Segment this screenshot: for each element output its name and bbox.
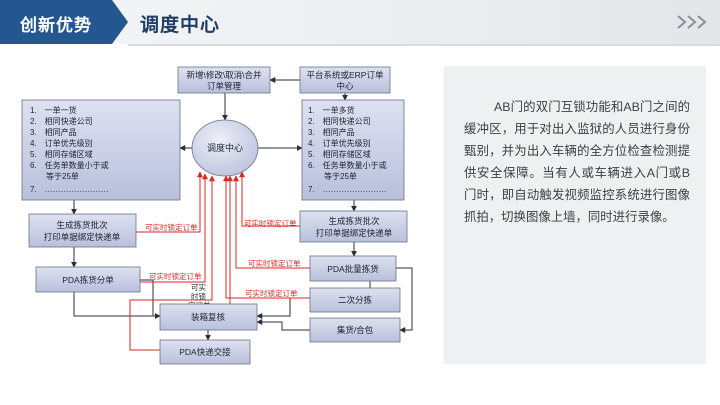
- left-batch-line-2: 打印单据绑定快递单: [44, 232, 121, 242]
- collect-pack-label: 集货/合包: [337, 325, 374, 335]
- left-list-item: 6. 任务单数量小于或: [30, 160, 109, 170]
- left-list-item: 3. 相同产品: [30, 127, 77, 137]
- lock-label-4: 可实时锁定订单: [248, 258, 301, 268]
- platform-erp-box: [299, 66, 391, 94]
- section-tag-label: 创新优势: [20, 16, 92, 35]
- lock-label-1: 可实时锁定订单: [145, 222, 198, 232]
- right-list-item: 3. 相同产品: [308, 127, 355, 137]
- right-list-item: 6. 任务单数量小于或: [308, 160, 387, 170]
- right-rules-box: [301, 99, 405, 201]
- pda-split-box: [35, 266, 141, 293]
- right-list-item: 5. 相同存储区域: [308, 149, 371, 159]
- lock-label-5: 可实时锁定订单: [245, 288, 298, 298]
- pack-check-box: [159, 303, 258, 331]
- order-management-line-1: 新增\修改\取消\合并: [186, 70, 262, 80]
- right-list-item: 7. ……………………: [308, 185, 387, 194]
- pack-check-label: 装箱复核: [191, 312, 226, 322]
- second-sort-box: [309, 287, 401, 313]
- red-lock-connectors: [129, 171, 310, 351]
- pda-batch-label: PDA批量拣货: [327, 264, 379, 274]
- order-management-box: [177, 66, 271, 94]
- platform-erp-line-2: 中心: [336, 81, 354, 91]
- red-line-second-sort: [223, 175, 310, 299]
- left-list-item: 4. 订单优先级别: [30, 138, 93, 148]
- left-list-item: 5. 相同存储区域: [30, 149, 93, 159]
- left-batch-line-1: 生成拣货批次: [56, 220, 108, 230]
- description-text: AB门的双门互锁功能和AB门之间的缓冲区，用于对出入监狱的人员进行身份甄别，并为…: [464, 100, 690, 224]
- left-list-item: 1. 一单一货: [30, 105, 77, 115]
- left-list-item: 2. 相同快递公司: [30, 116, 93, 126]
- lock-label-split-2: 时锁: [191, 291, 206, 301]
- right-batch-box: [299, 210, 408, 243]
- header-divider: [128, 44, 720, 46]
- page-title: 调度中心: [140, 15, 221, 36]
- platform-erp-line-1: 平台系统或ERP订单: [307, 70, 384, 80]
- left-rules-box: [21, 99, 181, 201]
- description-panel: AB门的双门互锁功能和AB门之间的缓冲区，用于对出入监狱的人员进行身份甄别，并为…: [444, 66, 706, 364]
- dispatch-center-node: [191, 119, 259, 177]
- connector-second-sort-to-pack-check: [256, 297, 310, 319]
- right-list-item: 4. 订单优先级别: [308, 138, 371, 148]
- left-list-item: 7. ……………………: [30, 185, 109, 194]
- right-list-item: 2. 相同快递公司: [308, 116, 371, 126]
- red-line-handover: [129, 175, 215, 351]
- second-sort-label: 二次分拣: [338, 295, 373, 305]
- left-batch-box: [28, 213, 137, 248]
- pda-batch-box: [309, 255, 397, 282]
- lock-label-3: 可实时锁定订单: [244, 218, 297, 228]
- order-management-line-2: 订单管理: [207, 81, 242, 91]
- right-batch-line-1: 生成拣货批次: [328, 216, 380, 226]
- connector-pda-batch-to-collect: [396, 267, 413, 333]
- red-line-left-batch: [136, 171, 203, 233]
- connector-pda-split-to-pack-check: [73, 292, 161, 319]
- pda-handover-box: [159, 339, 251, 365]
- right-list-item: 等于25单: [308, 171, 357, 181]
- pda-split-label: PDA拣货分单: [62, 275, 114, 285]
- dispatch-center-label: 调度中心: [207, 142, 243, 153]
- lock-label-split-1: 可实: [191, 282, 206, 292]
- connector-collect-to-pack-check: [256, 319, 310, 331]
- right-batch-line-2: 打印单据绑定快递单: [316, 228, 393, 238]
- red-line-pda-batch: [233, 175, 310, 269]
- red-line-pda-split: [140, 173, 208, 283]
- pda-handover-label: PDA快递交接: [179, 347, 231, 357]
- lock-label-2: 可实时锁定订单: [149, 271, 202, 281]
- collect-pack-box: [309, 317, 401, 343]
- triple-chevron-right-icon[interactable]: [676, 13, 712, 31]
- right-list-item: 1. 一单多货: [308, 105, 355, 115]
- left-list-item: 等于25单: [30, 171, 79, 181]
- section-tag: [0, 0, 128, 44]
- red-line-right-batch: [239, 171, 300, 227]
- header: 创新优势 调度中心: [0, 0, 720, 47]
